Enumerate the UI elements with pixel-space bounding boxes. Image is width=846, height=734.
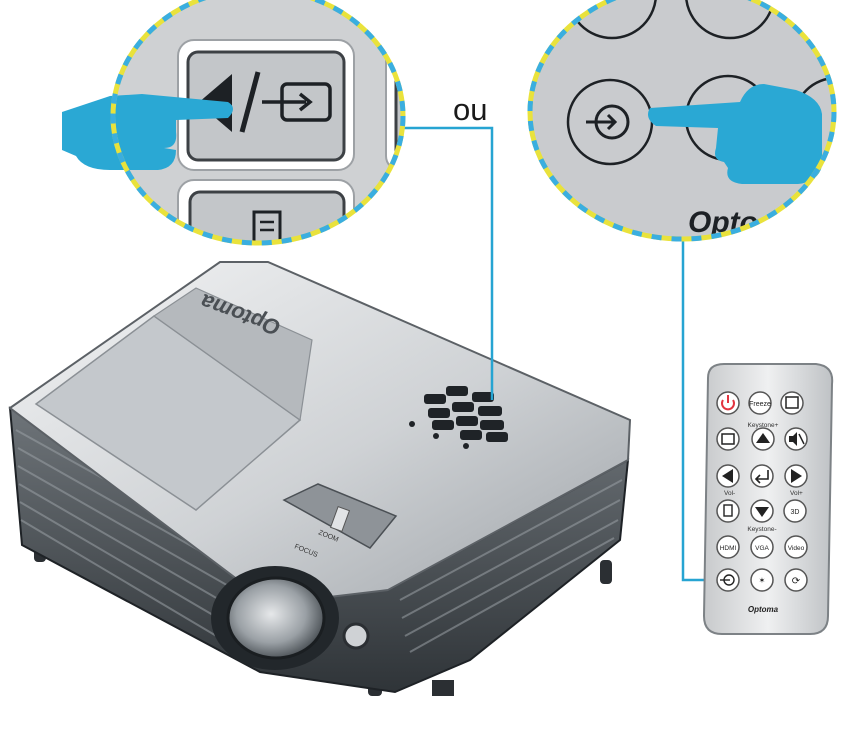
3d-label: 3D bbox=[791, 509, 800, 516]
left-arrow-icon bbox=[722, 469, 733, 483]
source-input-icon bbox=[586, 104, 630, 140]
ir-sensor bbox=[342, 622, 370, 650]
io-port bbox=[432, 680, 454, 696]
keypad-button[interactable] bbox=[428, 408, 450, 418]
key-outer bbox=[385, 39, 403, 171]
aspect-icon bbox=[785, 396, 799, 409]
remote-button-partial bbox=[684, 0, 776, 40]
keypad-zoom-callout bbox=[62, 0, 436, 246]
freeze-button[interactable] bbox=[748, 391, 772, 415]
zoom-slider-knob[interactable] bbox=[329, 505, 351, 533]
video-button[interactable] bbox=[784, 535, 808, 559]
keystone-minus-label: Keystone- bbox=[747, 526, 776, 533]
vol-minus-label: Vol- bbox=[724, 490, 735, 497]
status-led bbox=[409, 421, 415, 427]
remote-zoom-callout: Opto bbox=[527, 0, 837, 242]
menu-button[interactable] bbox=[716, 499, 740, 523]
blank-button[interactable] bbox=[716, 427, 740, 451]
menu-icon bbox=[723, 504, 733, 517]
zoom-circle-border-dash bbox=[110, 0, 406, 246]
source-input-icon bbox=[262, 82, 332, 122]
or-separator-label: ou bbox=[453, 92, 488, 127]
resync-icon: ⟳ bbox=[792, 576, 801, 587]
key-outer bbox=[385, 179, 403, 243]
adjacent-key[interactable] bbox=[394, 50, 436, 162]
projector-keypad bbox=[409, 386, 508, 449]
remote-logo: Optoma bbox=[748, 605, 779, 614]
source-input-icon bbox=[720, 574, 735, 586]
keystone-plus-label: Keystone+ bbox=[748, 422, 779, 429]
video-label: Video bbox=[788, 545, 805, 552]
slash-divider bbox=[239, 71, 261, 133]
down-arrow-icon bbox=[755, 507, 769, 517]
keypad-button[interactable] bbox=[452, 402, 474, 412]
keypad-button[interactable] bbox=[460, 430, 482, 440]
aspect-button[interactable] bbox=[780, 391, 804, 415]
enter-icon bbox=[754, 470, 769, 484]
keypad-button[interactable] bbox=[432, 420, 454, 430]
projector: Optoma ZOOM FOCUS bbox=[8, 261, 632, 696]
hand-pointer-icon bbox=[648, 84, 822, 184]
enter-button[interactable] bbox=[750, 464, 774, 488]
vol-plus-label: Vol+ bbox=[790, 490, 803, 497]
mute-icon bbox=[789, 432, 805, 446]
vga-button[interactable] bbox=[750, 535, 774, 559]
freeze-label: Freeze bbox=[749, 401, 771, 408]
status-led bbox=[433, 433, 439, 439]
keypad-button[interactable] bbox=[456, 416, 478, 426]
blank-screen-icon bbox=[721, 433, 735, 445]
projector-foot bbox=[600, 560, 612, 584]
hdmi-label: HDMI bbox=[720, 545, 737, 552]
status-led bbox=[463, 443, 469, 449]
brightness-icon: ✶ bbox=[759, 576, 766, 585]
lens bbox=[226, 576, 326, 660]
keypad-button[interactable] bbox=[424, 394, 446, 404]
hand-pointer-icon bbox=[62, 94, 233, 170]
power-icon bbox=[721, 395, 735, 411]
resync-button[interactable] bbox=[784, 568, 808, 592]
vga-label: VGA bbox=[755, 545, 769, 552]
keypad-button[interactable] bbox=[480, 420, 504, 430]
projector-lid-step bbox=[152, 287, 313, 422]
3d-button[interactable] bbox=[783, 499, 807, 523]
zoom-circle-border-dash bbox=[527, 0, 837, 242]
keypad-button[interactable] bbox=[486, 432, 508, 442]
leader-line-keypad bbox=[402, 126, 494, 400]
brightness-button[interactable] bbox=[750, 568, 774, 592]
remote-control: Freeze Keystone+ Vol- Vol+ 3D Keystone- bbox=[702, 363, 834, 635]
hdmi-button[interactable] bbox=[716, 535, 740, 559]
up-arrow-icon bbox=[756, 433, 770, 443]
keypad-source-button[interactable] bbox=[478, 406, 502, 416]
keypad-button[interactable] bbox=[472, 392, 494, 402]
remote-button-partial bbox=[566, 0, 658, 40]
keypad-button[interactable] bbox=[446, 386, 468, 396]
right-arrow-icon bbox=[791, 469, 802, 483]
